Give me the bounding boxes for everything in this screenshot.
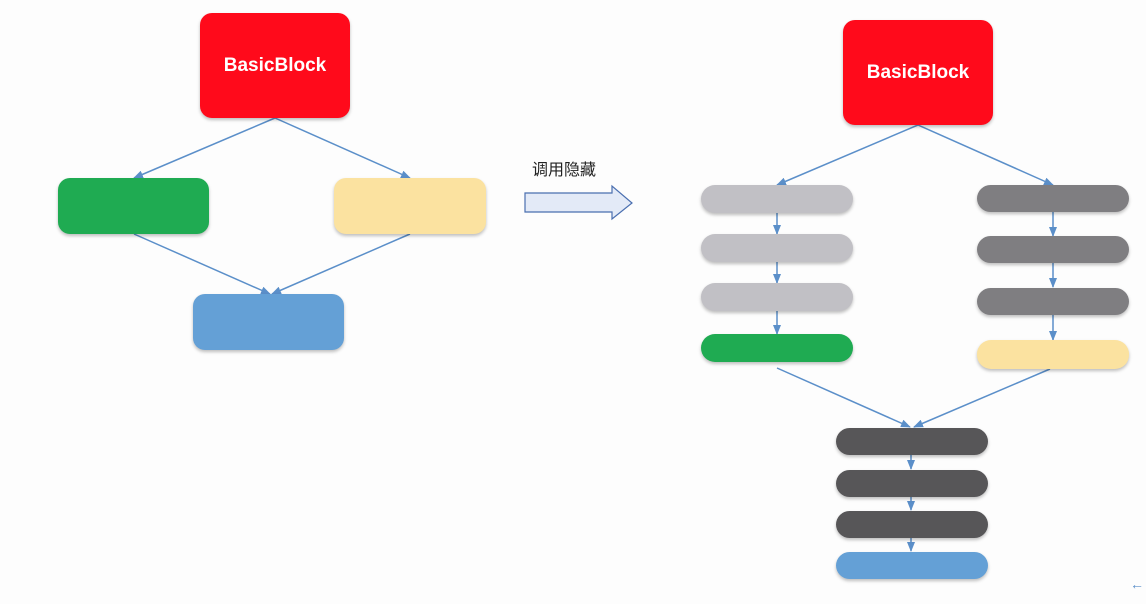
right-left-chain-block-1 xyxy=(701,185,853,213)
edge-yellow-to-blue xyxy=(271,233,411,295)
right-left-chain-block-2 xyxy=(701,234,853,262)
left-yellow-block xyxy=(334,178,486,234)
edge-root-to-yellow xyxy=(274,117,411,179)
transform-caption: 调用隐藏 xyxy=(532,160,597,179)
right-right-chain-block-1 xyxy=(977,185,1129,212)
edge-right-root-to-left-chain xyxy=(776,124,919,186)
transform-arrow xyxy=(524,184,633,221)
merge-chain-block-1 xyxy=(836,428,988,455)
left-root-basicblock: BasicBlock xyxy=(200,13,350,118)
edge-root-to-green xyxy=(133,117,276,179)
right-root-basicblock: BasicBlock xyxy=(843,20,993,125)
edge-green-to-merge xyxy=(776,367,911,428)
chevron-left-icon[interactable]: ← xyxy=(1130,576,1144,592)
right-right-chain-yellow-block xyxy=(977,340,1129,369)
edge-yellow-to-merge xyxy=(913,368,1051,428)
edge-right-root-to-right-chain xyxy=(917,124,1054,186)
left-root-label: BasicBlock xyxy=(223,54,327,76)
merge-chain-block-2 xyxy=(836,470,988,497)
right-root-label: BasicBlock xyxy=(866,61,970,83)
edge-green-to-blue xyxy=(133,233,271,295)
right-right-chain-block-2 xyxy=(977,236,1129,263)
left-green-block xyxy=(58,178,209,234)
right-right-chain-block-3 xyxy=(977,288,1129,315)
left-blue-block xyxy=(193,294,344,350)
right-left-chain-block-3 xyxy=(701,283,853,311)
merge-chain-block-3 xyxy=(836,511,988,538)
right-left-chain-green-block xyxy=(701,334,853,362)
merge-chain-blue-block xyxy=(836,552,988,579)
